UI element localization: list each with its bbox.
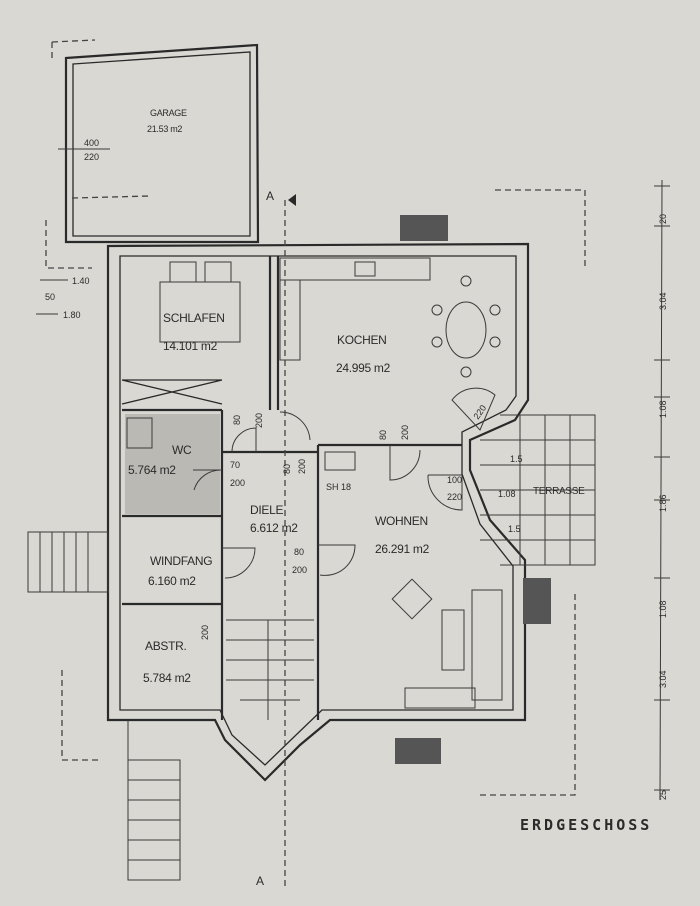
wohnen-area: 26.291 m2 bbox=[375, 542, 430, 556]
diele-label: DIELE bbox=[250, 503, 283, 517]
dim-label: 1.5 bbox=[508, 524, 521, 534]
door-width: 80 bbox=[232, 415, 242, 425]
garage-area: 21.53 m2 bbox=[147, 124, 182, 134]
outline-dashed bbox=[495, 189, 586, 268]
bed bbox=[159, 261, 241, 343]
wohnen-label: WOHNEN bbox=[375, 514, 428, 528]
door-width: 100 bbox=[447, 475, 462, 485]
garage-door-height: 220 bbox=[84, 152, 99, 162]
dim-label: 25 bbox=[658, 790, 668, 800]
section-line: A A bbox=[256, 189, 296, 890]
kochen-area: 24.995 m2 bbox=[336, 361, 391, 375]
abstr-area: 5.784 m2 bbox=[143, 671, 191, 685]
kochen-label: KOCHEN bbox=[337, 333, 387, 347]
garage-door-width: 400 bbox=[84, 138, 99, 148]
dim-label: 1.08 bbox=[498, 489, 516, 499]
windfang-label: WINDFANG bbox=[150, 554, 212, 568]
diele-area: 6.612 m2 bbox=[250, 521, 298, 535]
door-height: 200 bbox=[292, 565, 307, 575]
door-height: 220 bbox=[447, 492, 462, 502]
dim-label: 3.04 bbox=[658, 670, 668, 688]
right-dimensions: 20 3.04 1.08 1.86 1.08 3.04 25 bbox=[654, 179, 670, 801]
schlafen-area: 14.101 m2 bbox=[163, 339, 218, 353]
door-height: 200 bbox=[230, 478, 245, 488]
door-height: 200 bbox=[400, 425, 410, 440]
dim-label: 3.04 bbox=[658, 292, 668, 310]
garage-label: GARAGE bbox=[150, 108, 187, 118]
plan-title: ERDGESCHOSS bbox=[520, 816, 652, 834]
room-labels: SCHLAFEN 14.101 m2 KOCHEN 24.995 m2 WC 5… bbox=[128, 311, 430, 685]
door-height: 200 bbox=[297, 459, 307, 474]
dim-label: 1.86 bbox=[658, 494, 668, 512]
door-height: 200 bbox=[254, 413, 264, 428]
wc-tiles bbox=[125, 414, 220, 514]
chimney-icon bbox=[324, 451, 356, 471]
terrace: TERRASSE 1.5 1.08 1.5 bbox=[480, 414, 596, 566]
garage: GARAGE 21.53 m2 400 220 bbox=[45, 39, 260, 269]
schlafen-label: SCHLAFEN bbox=[163, 311, 225, 325]
staircase bbox=[226, 619, 314, 720]
door-width: 80 bbox=[378, 430, 388, 440]
outline-dashed bbox=[480, 590, 576, 796]
chimney-label: SH 18 bbox=[326, 482, 351, 492]
door-height: 220 bbox=[471, 403, 488, 421]
dim-label: 50 bbox=[45, 292, 55, 302]
shower bbox=[126, 417, 153, 449]
left-dimensions: 1.40 50 1.80 bbox=[36, 276, 90, 320]
section-marker-top: A bbox=[266, 189, 274, 203]
outline-dashed bbox=[61, 670, 100, 761]
entrance-stairs bbox=[27, 531, 181, 881]
doors: 80 200 70 200 80 200 80 200 80 200 100 2… bbox=[193, 387, 496, 640]
wc-label: WC bbox=[172, 443, 192, 457]
dim-label: 1.08 bbox=[658, 600, 668, 618]
door-height: 200 bbox=[200, 625, 210, 640]
dim-label: 1.40 bbox=[72, 276, 90, 286]
wc-area: 5.764 m2 bbox=[128, 463, 176, 477]
dim-label: 20 bbox=[658, 214, 668, 224]
dim-label: 1.5 bbox=[510, 454, 523, 464]
section-marker-bottom: A bbox=[256, 874, 264, 888]
living-furniture bbox=[391, 578, 551, 764]
door-width: 80 bbox=[294, 547, 304, 557]
abstr-label: ABSTR. bbox=[145, 639, 187, 653]
kitchen-fixtures bbox=[279, 215, 501, 378]
door-width: 70 bbox=[230, 460, 240, 470]
dim-label: 1.80 bbox=[63, 310, 81, 320]
terrasse-label: TERRASSE bbox=[533, 486, 585, 497]
dim-label: 1.08 bbox=[658, 400, 668, 418]
windfang-area: 6.160 m2 bbox=[148, 574, 196, 588]
door-width: 80 bbox=[282, 464, 292, 474]
